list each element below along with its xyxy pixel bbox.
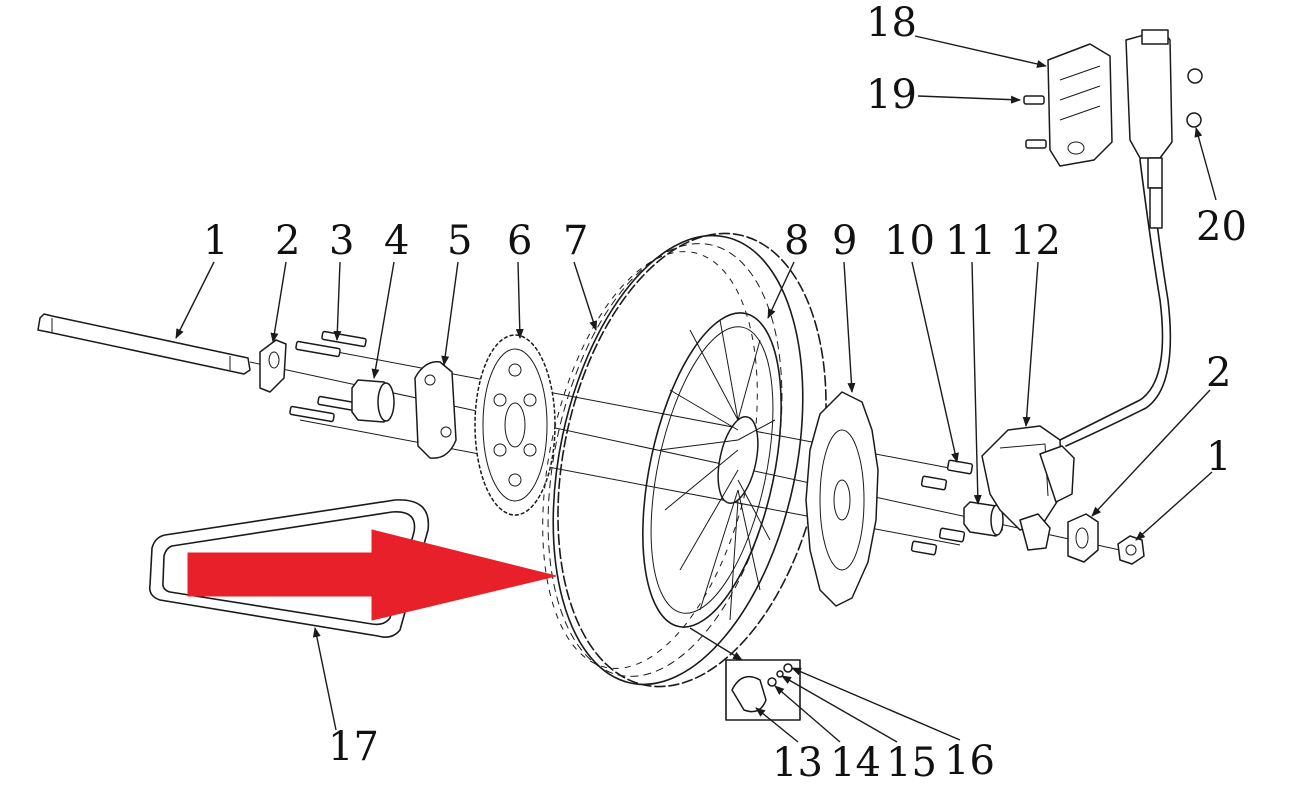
callout-12: 12 xyxy=(1010,218,1061,264)
brake-hose-part xyxy=(1059,119,1172,447)
master-cylinder-part xyxy=(1125,29,1173,229)
callout-13: 13 xyxy=(772,740,823,786)
rear-rim-part xyxy=(642,312,782,628)
callout-19: 19 xyxy=(866,72,917,118)
callout-9: 9 xyxy=(832,218,857,264)
axle-part xyxy=(37,313,251,375)
callout-2-right: 2 xyxy=(1206,350,1231,396)
callout-4: 4 xyxy=(384,218,409,264)
bracket-nuts-part xyxy=(1186,68,1203,128)
callout-labels: 1 2 3 4 5 6 7 8 9 10 11 12 2 1 13 14 15 … xyxy=(203,0,1247,786)
spacer-tube-part xyxy=(351,379,395,423)
highlight-arrow xyxy=(187,529,557,621)
callout-6: 6 xyxy=(507,218,532,264)
leader-lines xyxy=(175,35,1217,743)
callout-16: 16 xyxy=(944,738,995,784)
brake-disc-part xyxy=(805,391,879,607)
callout-10: 10 xyxy=(884,218,935,264)
callout-14: 14 xyxy=(830,740,881,786)
callout-18: 18 xyxy=(866,0,917,46)
bracket-bolts-part xyxy=(1023,95,1047,149)
callout-8: 8 xyxy=(784,218,809,264)
callout-5: 5 xyxy=(447,218,472,264)
master-cylinder-bracket-part xyxy=(1047,43,1113,167)
disc-bolts-part xyxy=(910,459,974,556)
valve-parts-inset xyxy=(725,659,801,721)
axle-nut-part xyxy=(1117,535,1145,565)
callout-11: 11 xyxy=(945,218,996,264)
callout-2-left: 2 xyxy=(275,218,300,264)
right-spacer-part xyxy=(963,501,1004,537)
sprocket-hub-plate-part xyxy=(414,361,457,459)
callout-15: 15 xyxy=(886,740,937,786)
callout-3: 3 xyxy=(329,218,354,264)
callout-1-right: 1 xyxy=(1206,434,1231,480)
brake-caliper-part xyxy=(981,425,1075,551)
rear-sprocket-part xyxy=(474,334,556,516)
axle-adjuster-right-part xyxy=(1067,513,1099,563)
callout-1-left: 1 xyxy=(203,218,228,264)
drive-chain-part xyxy=(148,499,430,638)
axle-adjuster-left-part xyxy=(259,339,287,393)
sprocket-bolts-part xyxy=(289,330,367,423)
callout-17: 17 xyxy=(328,724,379,770)
callout-20: 20 xyxy=(1196,204,1247,250)
callout-7: 7 xyxy=(563,218,588,264)
